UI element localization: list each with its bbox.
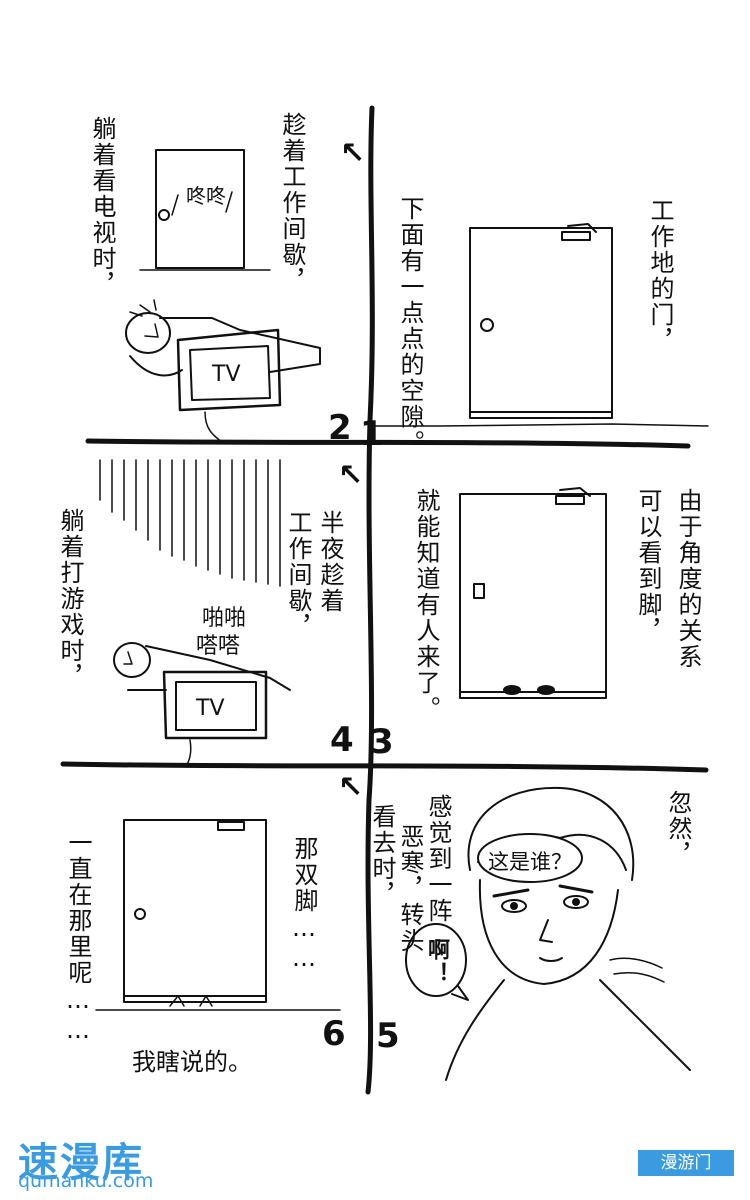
panel-3-door — [459, 487, 607, 699]
panel-4-narration-c: 躺着打游戏时， — [56, 508, 84, 690]
horizontal-gutter-line-1 — [85, 438, 691, 449]
panel-number-3: 3 — [370, 722, 394, 762]
panel-1-door — [371, 223, 709, 427]
watermark-url: qumanku.com — [18, 1170, 154, 1192]
panel-number-6: 6 — [322, 1014, 346, 1054]
panel-3-narration-a: 由于角度的关系 — [674, 488, 702, 670]
panel-1-narration-a: 工作地的门， — [646, 198, 674, 354]
panel-4-sound-effect-b: 嗒嗒 — [196, 634, 241, 659]
panel-5-narration-b: 感觉到一阵 — [424, 794, 452, 924]
panel-4-sound-effect-a: 啪啪 — [202, 606, 247, 631]
panel-6-narration-b: 一直在那里呢…… — [64, 830, 92, 1046]
panel-2-scene — [125, 149, 321, 443]
reading-arrow-icon: ↖ — [340, 136, 366, 171]
panel-2-narration-b: 躺着看电视时， — [88, 116, 116, 298]
vertical-gutter-line — [365, 105, 375, 1095]
panel-6-narration-a: 那双脚…… — [290, 836, 318, 974]
panel-4-narration-b: 工作间歇， — [284, 510, 312, 640]
panel-number-1: 1 — [360, 414, 384, 454]
reading-arrow-icon: ↖ — [338, 458, 364, 493]
panel-number-4: 4 — [330, 720, 354, 760]
panel-4-narration-a: 半夜趁着 — [316, 510, 344, 614]
reading-arrow-icon: ↖ — [338, 770, 364, 805]
panel-5-narration-c: 恶寒，转头 — [396, 824, 424, 954]
panel-number-5: 5 — [376, 1016, 400, 1056]
panel-5-speech-bubble-b: 啊！ — [424, 938, 449, 986]
panel-3-narration-c: 就能知道有人来了。 — [412, 488, 440, 722]
panel-4-tv-label: TV — [196, 696, 225, 721]
panel-3-narration-b: 可以看到脚， — [634, 488, 662, 644]
watermark-site-name: 速漫库 — [18, 1140, 144, 1186]
watermark-badge: 漫游门 — [638, 1150, 734, 1176]
panel-5-narration-d: 看去时， — [368, 804, 396, 908]
panel-1-narration-b: 下面有一点点的空隙。 — [396, 196, 424, 456]
panel-4-scene — [99, 459, 291, 767]
panel-5-speech-bubble-a: 这是谁？ — [488, 850, 572, 874]
panel-5-face — [405, 786, 691, 1081]
panel-2-sound-effect: 咚咚 — [186, 184, 226, 208]
panel-6-door — [95, 819, 341, 1011]
panel-2-narration-a: 趁着工作间歇， — [278, 112, 306, 294]
horizontal-gutter-line-2 — [60, 761, 709, 773]
panel-2-tv-label: TV — [212, 362, 241, 387]
panel-number-2: 2 — [328, 408, 352, 448]
panel-6-caption: 我瞎说的。 — [132, 1048, 252, 1076]
panel-5-narration-a: 忽然， — [664, 790, 692, 868]
